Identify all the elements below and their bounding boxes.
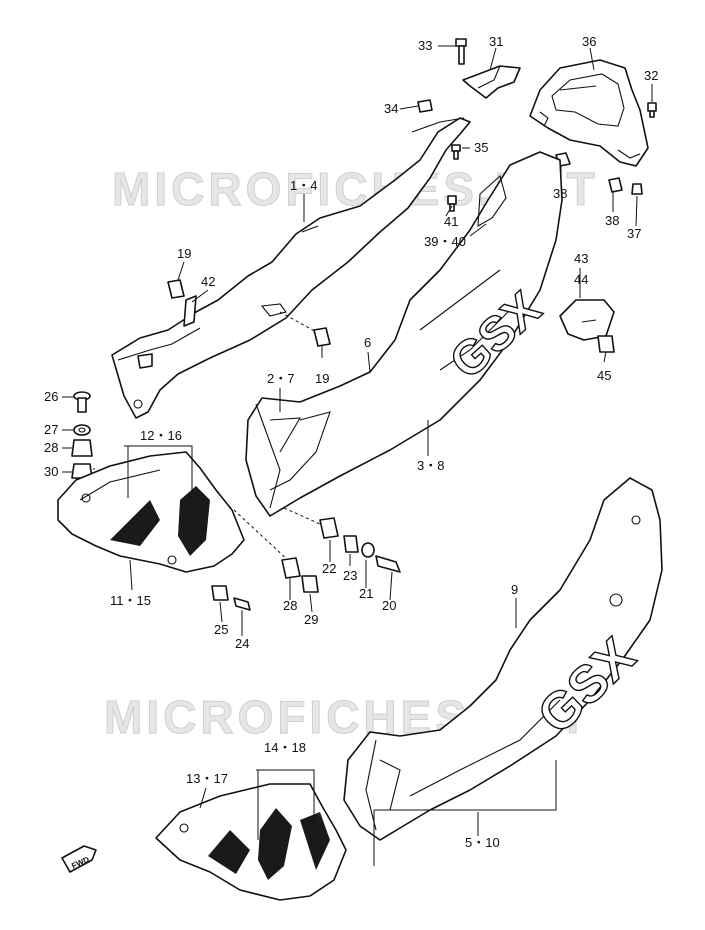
part-34-clip [417, 99, 433, 113]
part-35-screw [451, 144, 461, 160]
part-29-collar [301, 575, 319, 593]
part-37-grommet [631, 183, 643, 195]
callout-35: 35 [474, 140, 488, 155]
leader-lines [93, 47, 653, 866]
part-23-collar [343, 535, 359, 553]
callout-14-18: 14・18 [264, 740, 306, 755]
callout-24: 24 [235, 636, 249, 651]
callout-27: 27 [44, 422, 58, 437]
callout-11-15: 11・15 [110, 593, 151, 608]
part-24-screw [233, 597, 251, 611]
callout-31: 31 [489, 34, 503, 49]
callout-29: 29 [304, 612, 318, 627]
callout-37: 37 [627, 226, 641, 241]
part-19-grommet-a [167, 279, 185, 299]
part-27-washer [73, 424, 91, 436]
part-28-grommet-b [281, 557, 301, 579]
callout-12-16: 12・16 [140, 428, 182, 443]
part-9-frame-cover-lower: GSX [343, 477, 663, 841]
callout-9: 9 [511, 582, 518, 597]
part-25-nut [211, 585, 229, 601]
callout-32: 32 [644, 68, 658, 83]
callout-26: 26 [44, 389, 58, 404]
part-28-grommet-a [71, 439, 93, 457]
callout-20: 20 [382, 598, 396, 613]
assembly-line-22 [283, 507, 321, 525]
callout-28-b: 28 [283, 598, 297, 613]
callout-45: 45 [597, 368, 611, 383]
callout-19-b: 19 [315, 371, 329, 386]
part-41-bolt [447, 195, 457, 212]
callout-30: 30 [44, 464, 58, 479]
callout-21: 21 [359, 586, 373, 601]
fwd-arrow-icon: FWD [61, 845, 97, 873]
part-13-17-under-cover [155, 783, 347, 901]
callout-41: 41 [444, 214, 458, 229]
callout-13-17: 13・17 [186, 771, 228, 786]
part-11-15-under-cover [57, 451, 245, 573]
callout-5-10: 5・10 [465, 835, 500, 850]
part-31-bracket [462, 65, 521, 99]
callout-23: 23 [343, 568, 357, 583]
callout-1-4: 1・4 [290, 178, 317, 193]
part-21-washer [361, 542, 375, 558]
part-45-collar [597, 335, 615, 353]
part-32-bolt [647, 102, 657, 118]
callout-43: 43 [574, 251, 588, 266]
assembly-line-28 [233, 509, 291, 563]
callout-22: 22 [322, 561, 336, 576]
part-22-grommet [319, 517, 339, 539]
callout-6: 6 [364, 335, 371, 350]
part-33-bolt [455, 38, 467, 65]
part-42-tape [183, 295, 197, 327]
callout-2-7: 2・7 [267, 371, 294, 386]
part-1-4-frame-cover [111, 117, 471, 419]
part-19-grommet-b [313, 327, 331, 347]
callout-39-40: 39・40 [424, 234, 466, 249]
callout-19-a: 19 [177, 246, 191, 261]
callout-42: 42 [201, 274, 215, 289]
callout-34: 34 [384, 101, 398, 116]
callout-labels: 33 31 36 32 34 35 38 38 37 41 39・40 1・4 … [44, 34, 658, 850]
callout-28-a: 28 [44, 440, 58, 455]
callout-25: 25 [214, 622, 228, 637]
part-38-nut-b [608, 177, 623, 193]
callout-33: 33 [418, 38, 432, 53]
part-36-tail-bracket [529, 59, 649, 167]
callout-38-a: 38 [553, 186, 567, 201]
part-20-bolt [375, 555, 401, 573]
callout-38-b: 38 [605, 213, 619, 228]
part-43-44-damper [559, 299, 615, 341]
part-26-screw [73, 391, 91, 413]
callout-44: 44 [574, 272, 588, 287]
callout-3-8: 3・8 [417, 458, 444, 473]
callout-36: 36 [582, 34, 596, 49]
